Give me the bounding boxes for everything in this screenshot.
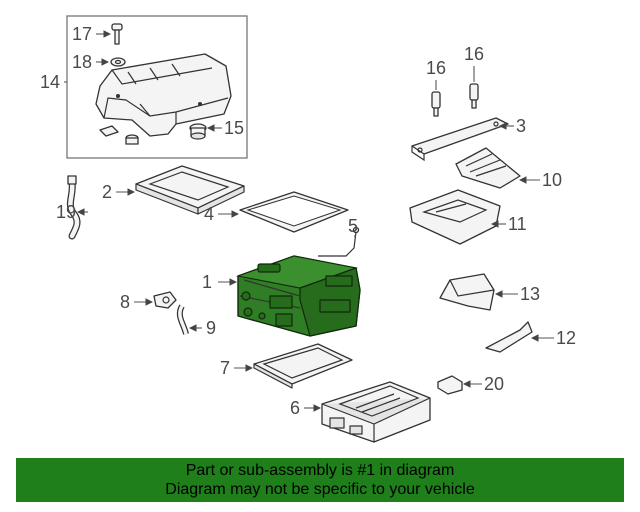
part-8-connector[interactable] — [153, 291, 177, 309]
callout-2: 2 — [102, 182, 112, 202]
part-9-pipe[interactable] — [176, 304, 189, 335]
callout-18: 18 — [72, 52, 92, 72]
part-10-duct[interactable] — [455, 147, 521, 189]
grommet-left — [99, 125, 139, 145]
part-6-base[interactable] — [321, 381, 431, 443]
callout-15: 15 — [224, 118, 244, 138]
part-15-grommet[interactable] — [189, 123, 207, 140]
callout-12: 12 — [556, 328, 576, 348]
callout-7: 7 — [220, 358, 230, 378]
part-2-lid[interactable] — [135, 165, 245, 215]
callout-16-left: 16 — [426, 58, 446, 78]
callout-4: 4 — [204, 204, 214, 224]
part-14-cover[interactable] — [95, 53, 232, 137]
part-17-bolt[interactable] — [111, 23, 123, 45]
part-5-tube[interactable] — [318, 226, 360, 257]
cover-inset-group — [66, 15, 248, 159]
callout-17: 17 — [72, 24, 92, 44]
callout-13: 13 — [520, 284, 540, 304]
callout-19: 19 — [56, 202, 76, 222]
part-18-washer[interactable] — [110, 57, 126, 67]
part-11-tray[interactable] — [409, 189, 501, 245]
part-4-seal[interactable] — [239, 191, 349, 233]
callout-6: 6 — [290, 398, 300, 418]
part-3-bracket[interactable] — [411, 117, 509, 162]
callout-5: 5 — [348, 216, 358, 236]
part-13-bracket[interactable] — [439, 273, 495, 311]
part-12-bracket[interactable] — [485, 321, 533, 353]
callout-10: 10 — [542, 170, 562, 190]
part-16-bolt-left[interactable] — [431, 91, 441, 117]
callout-8: 8 — [120, 292, 130, 312]
part-16-bolt-right[interactable] — [469, 83, 479, 109]
notice-banner: Part or sub-assembly is #1 in diagram Di… — [16, 458, 624, 502]
callout-20: 20 — [484, 374, 504, 394]
callout-3: 3 — [516, 116, 526, 136]
notice-line-2: Diagram may not be specific to your vehi… — [165, 481, 475, 498]
callout-16-right: 16 — [464, 44, 484, 64]
callout-11: 11 — [508, 214, 527, 234]
part-1-assembly[interactable] — [235, 255, 361, 337]
part-19-hose[interactable] — [66, 175, 81, 240]
parts-diagram: 1 2 3 4 5 6 7 8 9 10 11 12 13 14 15 16 1… — [40, 15, 576, 443]
part-7-tray[interactable] — [253, 343, 353, 389]
notice-line-1: Part or sub-assembly is #1 in diagram — [185, 462, 455, 479]
part-20-cap[interactable] — [437, 375, 463, 395]
callout-1: 1 — [202, 272, 212, 292]
callout-14: 14 — [40, 72, 60, 92]
leader-lines — [64, 30, 554, 412]
callout-9: 9 — [206, 318, 216, 338]
